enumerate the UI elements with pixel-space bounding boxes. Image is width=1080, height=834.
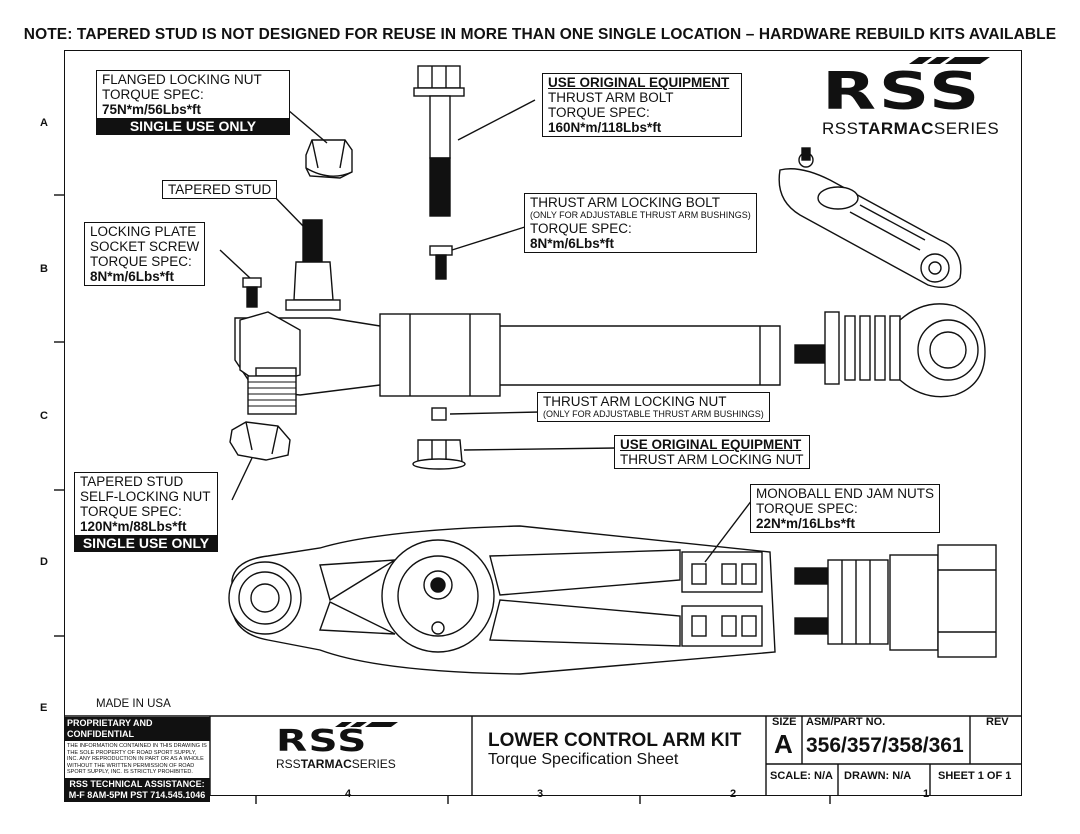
row-label-b: B — [40, 263, 48, 275]
drawing-title: LOWER CONTROL ARM KIT — [488, 730, 742, 751]
size-label: SIZE — [772, 716, 797, 728]
rss-logo-text: RSS — [822, 62, 983, 122]
proprietary-title: PROPRIETARY AND CONFIDENTIAL — [64, 717, 210, 741]
rss-logo-small: RSS RSSTARMACSERIES — [276, 726, 396, 771]
sheet-label: SHEET 1 OF 1 — [938, 770, 1012, 782]
callout-stud-self-locking-nut: TAPERED STUD SELF-LOCKING NUT TORQUE SPE… — [74, 472, 218, 552]
callout-thrust-arm-bolt: USE ORIGINAL EQUIPMENT THRUST ARM BOLT T… — [542, 73, 742, 137]
isometric-arm-view — [778, 147, 962, 288]
monoball-end-side — [794, 303, 986, 398]
callout-thrust-arm-locking-bolt: THRUST ARM LOCKING BOLT (ONLY FOR ADJUST… — [524, 193, 757, 253]
single-use-badge: SINGLE USE ONLY — [74, 535, 218, 552]
callout-monoball-jam-nuts: MONOBALL END JAM NUTS TORQUE SPEC: 22N*m… — [750, 484, 941, 533]
part-number-label: ASM/PART NO. — [806, 716, 886, 728]
drawing-frame — [64, 50, 1022, 796]
row-label-e: E — [40, 702, 48, 714]
revision-label: REV — [986, 716, 1009, 728]
callout-flanged-nut: FLANGED LOCKING NUT TORQUE SPEC: 75N*m/5… — [96, 70, 290, 135]
drawing-title-block: LOWER CONTROL ARM KIT Torque Specificati… — [488, 730, 741, 769]
proprietary-text: THE INFORMATION CONTAINED IN THIS DRAWIN… — [67, 743, 207, 775]
thrust-arm-bolt-drawing — [413, 65, 465, 217]
arm-top-view — [228, 525, 776, 675]
arm-side-view — [234, 311, 781, 415]
monoball-end-top — [794, 544, 997, 658]
tapered-stud-drawing — [285, 219, 341, 311]
single-use-badge: SINGLE USE ONLY — [96, 118, 290, 135]
leader-line — [231, 457, 253, 501]
row-label-a: A — [40, 117, 48, 129]
rss-series-label: RSSTARMACSERIES — [822, 119, 1000, 138]
rss-logo-small-text: RSS — [276, 724, 368, 759]
proprietary-block: PROPRIETARY AND CONFIDENTIAL THE INFORMA… — [64, 717, 210, 802]
row-label-c: C — [40, 410, 48, 422]
callout-thrust-arm-locking-nut: THRUST ARM LOCKING NUT (ONLY FOR ADJUSTA… — [537, 392, 770, 422]
callout-tapered-stud: TAPERED STUD — [162, 180, 278, 199]
callout-oe-locking-nut: USE ORIGINAL EQUIPMENT THRUST ARM LOCKIN… — [614, 435, 810, 469]
col-label-2: 2 — [730, 788, 737, 800]
leader-line — [219, 249, 251, 279]
made-in-usa: MADE IN USA — [96, 698, 171, 710]
leader-line — [451, 225, 529, 251]
flanged-locking-nut-drawing — [305, 139, 353, 179]
rss-series-label-small: RSSTARMACSERIES — [276, 757, 396, 771]
leader-line — [287, 109, 328, 144]
reuse-note: NOTE: TAPERED STUD IS NOT DESIGNED FOR R… — [23, 26, 1057, 43]
callout-locking-plate-screw: LOCKING PLATE SOCKET SCREW TORQUE SPEC: … — [84, 222, 206, 286]
col-label-3: 3 — [537, 788, 544, 800]
scale-label: SCALE: N/A — [770, 770, 833, 782]
oe-locking-nut-drawing — [412, 439, 466, 470]
drawing-subtitle: Torque Specification Sheet — [488, 751, 679, 768]
technical-assistance: RSS TECHNICAL ASSISTANCE: M-F 8AM-5PM PS… — [64, 777, 210, 802]
col-label-4: 4 — [345, 788, 352, 800]
leader-line — [463, 447, 617, 451]
leader-line — [457, 99, 536, 141]
socket-screw-drawing — [242, 277, 262, 308]
rss-logo-mark — [909, 57, 990, 64]
small-nut-drawing — [431, 407, 447, 421]
col-label-1: 1 — [923, 788, 930, 800]
part-number-value: 356/357/358/361 — [806, 734, 964, 757]
size-value: A — [774, 729, 793, 759]
stud-nut-drawing — [229, 421, 291, 461]
leader-line — [704, 499, 753, 563]
locking-bolt-drawing — [429, 245, 453, 280]
row-label-d: D — [40, 556, 48, 568]
rss-logo: RSS RSSTARMACSERIES — [822, 64, 999, 138]
leader-line — [449, 411, 541, 415]
drawn-label: DRAWN: N/A — [844, 770, 912, 782]
rss-logo-mark-small — [335, 722, 398, 727]
